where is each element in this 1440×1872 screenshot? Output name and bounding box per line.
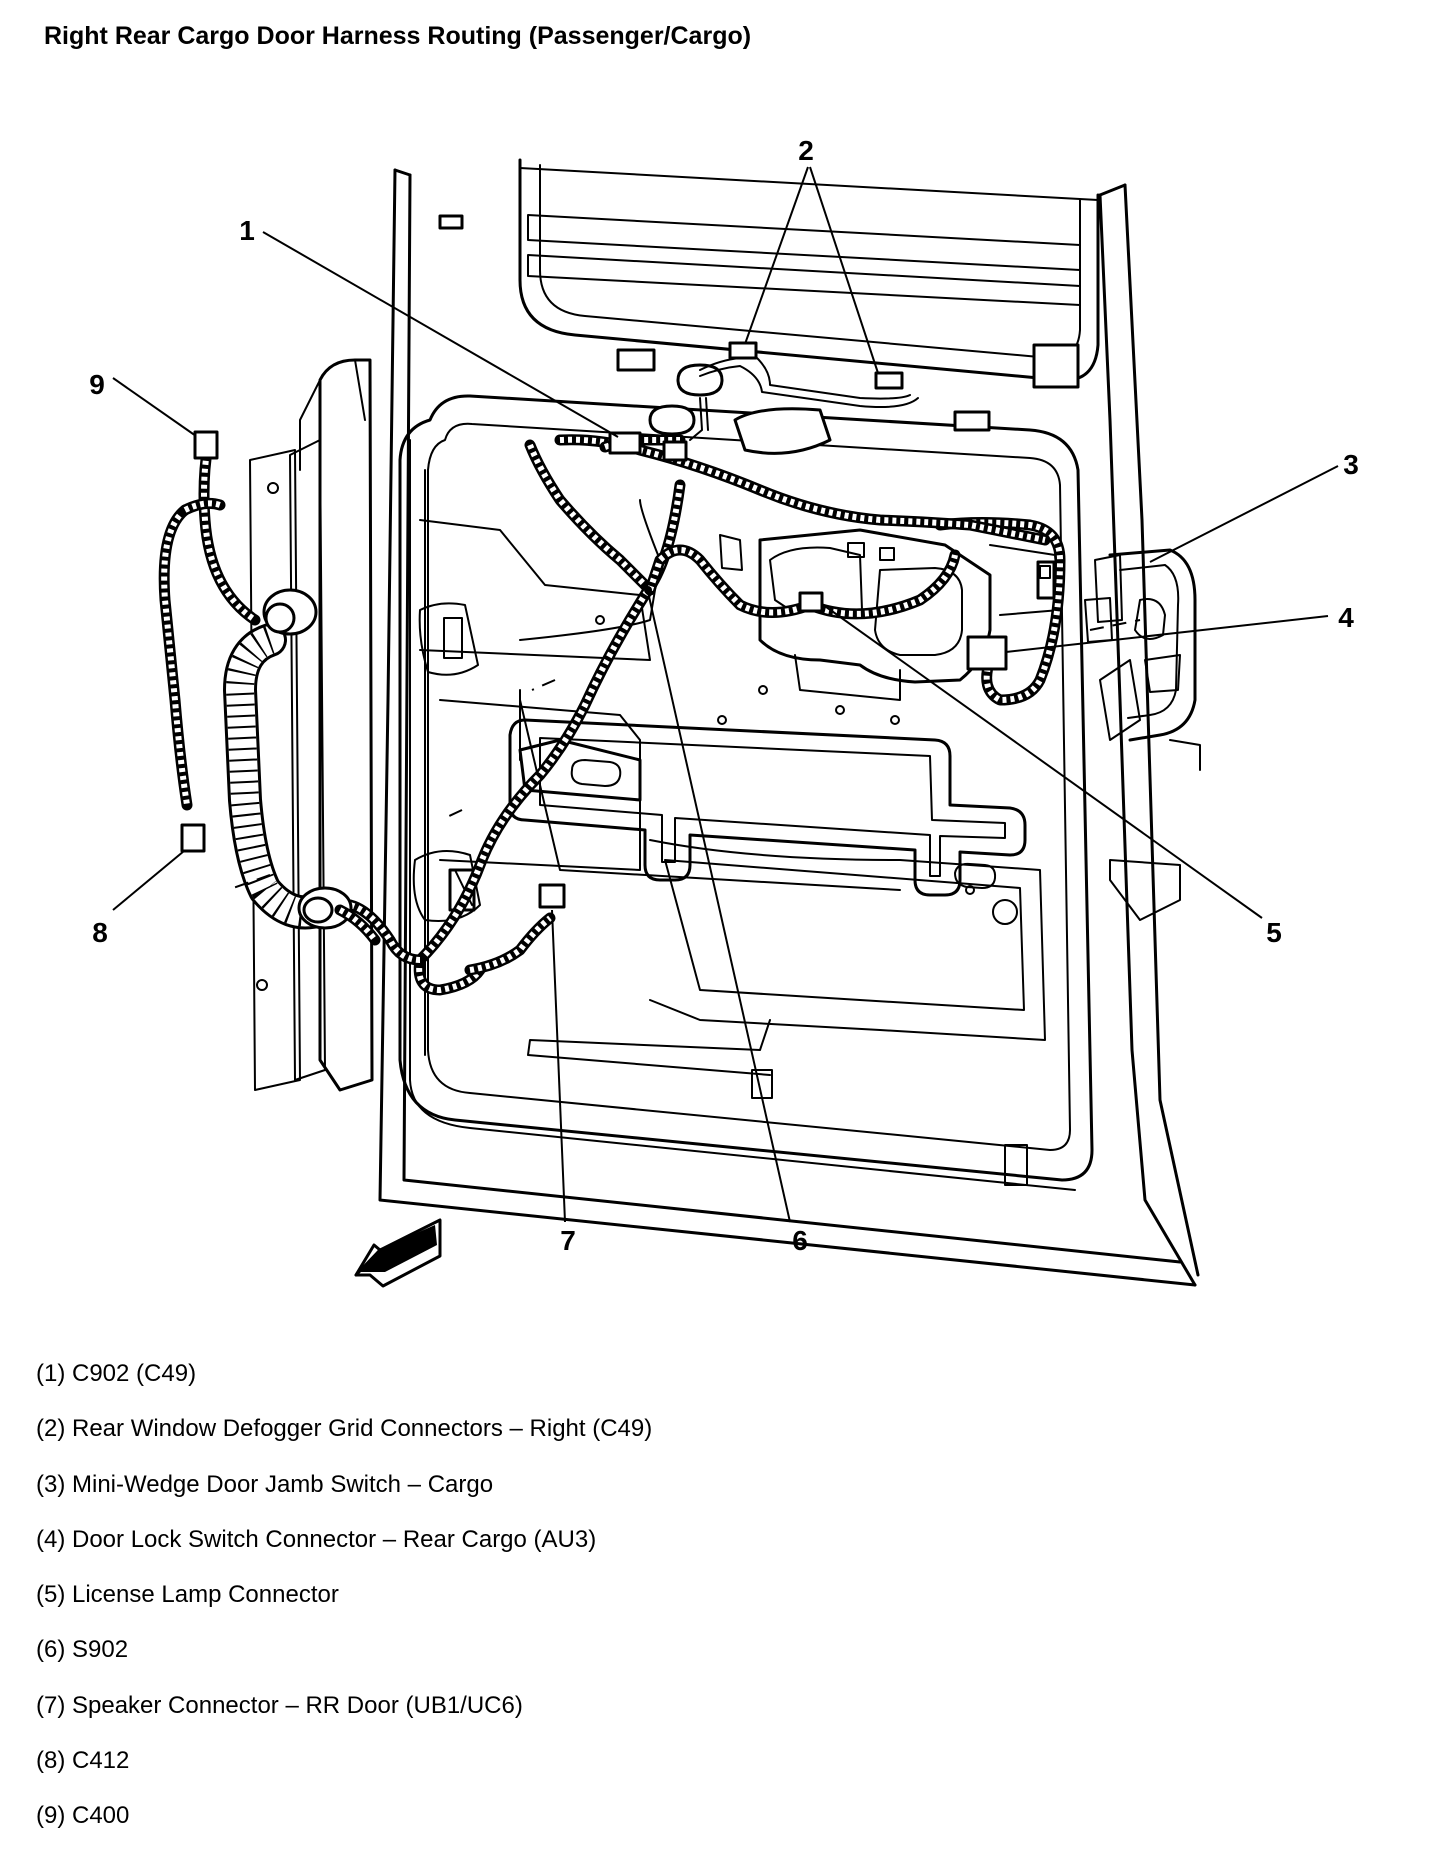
legend-item-7: (7) Speaker Connector – RR Door (UB1/UC6…: [36, 1691, 523, 1719]
callout-7: 7: [560, 1225, 576, 1256]
component-legend: (1) C902 (C49) (2) Rear Window Defogger …: [36, 1360, 1396, 1858]
connectors: [180, 341, 1008, 909]
door-frame: [378, 168, 1200, 1287]
door-lock-switch-connector: [966, 635, 1008, 671]
defogger-wiring: [689, 355, 919, 441]
door-stiffener-ribs: [508, 615, 1027, 925]
legend-item-3: (3) Mini-Wedge Door Jamb Switch – Cargo: [36, 1470, 494, 1498]
legend-item-2: (2) Rear Window Defogger Grid Connectors…: [36, 1415, 653, 1443]
splice-block: [662, 440, 688, 462]
door-jamb-switch-area: [1084, 548, 1201, 921]
c412-connector: [180, 823, 206, 853]
legend-item-9: (9) C400: [36, 1802, 130, 1830]
window-regulator-cover: [418, 602, 479, 676]
harness-wires: [344, 434, 1066, 996]
callout-9: 9: [89, 369, 105, 400]
harness-routing-diagram: 1 2 3 4 5 6 7 8 9: [89, 135, 1359, 1288]
c400-connector: [193, 430, 219, 460]
speaker-connector: [538, 883, 566, 909]
legend-item-8: (8) C412: [36, 1747, 130, 1775]
callout-leader-lines: [112, 166, 1339, 1223]
legend-item-4: (4) Door Lock Switch Connector – Rear Ca…: [36, 1525, 597, 1553]
legend-item-6: (6) S902: [36, 1636, 129, 1664]
legend-item-5: (5) License Lamp Connector: [36, 1581, 339, 1609]
alignment-lines: [232, 619, 1141, 889]
callout-2: 2: [798, 135, 814, 166]
callout-6: 6: [792, 1225, 808, 1256]
callout-numbers: 1 2 3 4 5 6 7 8 9: [89, 135, 1359, 1256]
license-lamp-connector: [798, 591, 824, 613]
callout-4: 4: [1338, 602, 1354, 633]
callout-5: 5: [1266, 917, 1282, 948]
callout-3: 3: [1343, 449, 1359, 480]
hinge-pillar: [249, 358, 374, 1092]
forward-arrow-icon: [354, 1218, 442, 1288]
legend-item-1: (1) C902 (C49): [36, 1360, 197, 1387]
rear-window: [438, 158, 1100, 389]
grommets: [616, 348, 991, 455]
c902-connector: [608, 431, 642, 455]
inner-door-panel: [398, 394, 1094, 1191]
s902-splice: [644, 586, 652, 594]
page-title: Right Rear Cargo Door Harness Routing (P…: [44, 22, 752, 50]
callout-8: 8: [92, 917, 108, 948]
callout-1: 1: [239, 215, 255, 246]
defogger-connector-left: [728, 341, 758, 360]
hinge-side-harness-boot: [158, 439, 381, 946]
defogger-connector-right: [874, 371, 904, 390]
